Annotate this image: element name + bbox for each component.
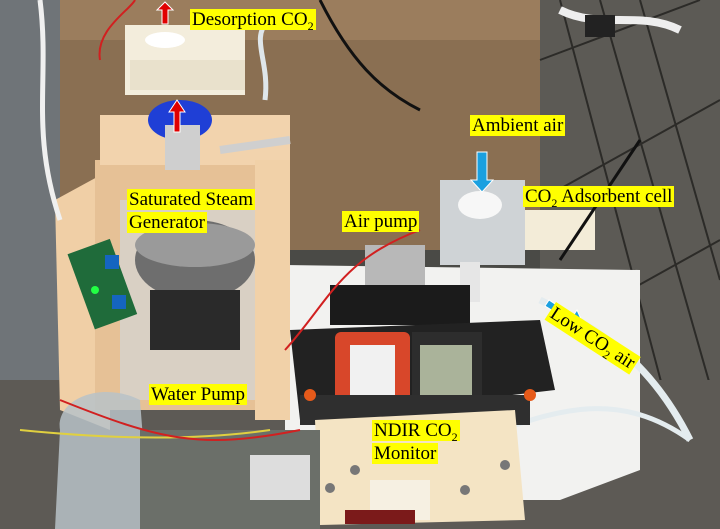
water-bottle [55, 391, 150, 529]
label-generator: Generator [127, 212, 207, 233]
label-ambient-air: Ambient air [470, 115, 566, 136]
label-monitor-text: Monitor [374, 443, 437, 464]
red-arrow-up [168, 99, 186, 133]
label-desorption-sub: 2 [307, 18, 314, 33]
front-plate [315, 410, 525, 525]
label-ndir-co2: NDIR CO2 [372, 420, 460, 444]
desorption-red-arrow [155, 1, 175, 25]
label-adsorbent-pre: CO [525, 186, 552, 207]
label-air-pump-text: Air pump [344, 211, 418, 232]
label-adsorbent-cell: CO2 Adsorbent cell [523, 186, 675, 210]
label-ndir-sub: 2 [451, 429, 458, 444]
label-air-pump: Air pump [342, 211, 420, 232]
label-adsorbent-post: Adsorbent cell [557, 186, 673, 207]
label-ambient-air-text: Ambient air [472, 115, 564, 136]
label-saturated-steam: Saturated Steam [127, 189, 255, 210]
label-adsorbent-sub: 2 [551, 195, 558, 210]
label-monitor: Monitor [372, 443, 439, 464]
label-desorption-co2: Desorption CO2 [190, 9, 316, 33]
label-water-pump: Water Pump [149, 384, 247, 405]
label-steam-line1: Saturated Steam [129, 189, 253, 210]
label-desorption-text: Desorption CO [192, 9, 308, 30]
label-water-pump-text: Water Pump [151, 384, 245, 405]
ambient-air-blue-arrow [469, 151, 495, 193]
label-ndir-pre: NDIR CO [374, 420, 452, 441]
ndir-monitor [290, 320, 555, 425]
label-steam-line2: Generator [129, 212, 205, 233]
